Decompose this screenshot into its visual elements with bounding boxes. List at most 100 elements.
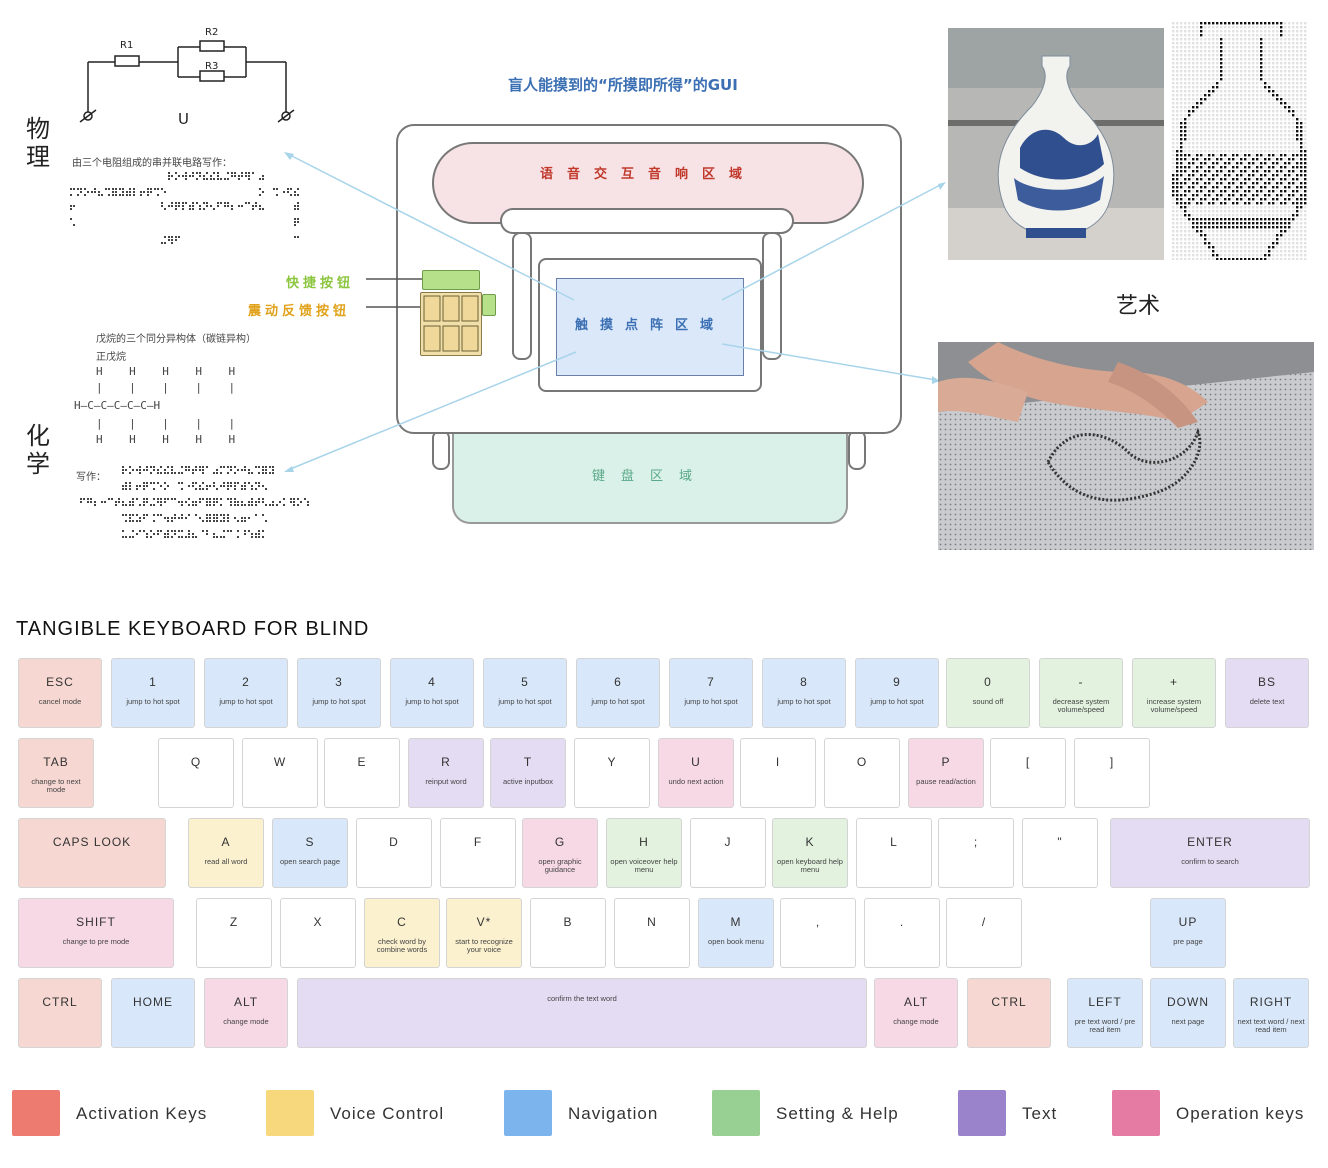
key-b-r3[interactable]: B <box>530 898 606 968</box>
key-capslook-r2[interactable]: CAPS LOOK <box>18 818 166 888</box>
key-sym112-r1[interactable]: ] <box>1074 738 1150 808</box>
key-label: I <box>775 755 781 769</box>
key-function: next page <box>1171 1017 1205 1026</box>
key-n-r3[interactable]: N <box>614 898 690 968</box>
key-label: ] <box>1109 755 1115 769</box>
legend-swatch <box>958 1090 1006 1136</box>
key-sym38-r3[interactable]: , <box>780 898 856 968</box>
key-sym011-r0[interactable]: -decrease system volume/speed <box>1039 658 1123 728</box>
key-sym310-r3[interactable]: / <box>946 898 1022 968</box>
key-label: Z <box>229 915 239 929</box>
key-ctrl-r4[interactable]: CTRL <box>967 978 1051 1048</box>
key-ctrl-r4[interactable]: CTRL <box>18 978 102 1048</box>
key-label: 6 <box>614 675 622 689</box>
key-q-r1[interactable]: Q <box>158 738 234 808</box>
side-button[interactable] <box>482 294 496 316</box>
key-function: start to recognize your voice <box>455 937 513 954</box>
key-w-r1[interactable]: W <box>242 738 318 808</box>
touch-dot-matrix-zone[interactable]: 触摸点阵区域 <box>556 278 744 376</box>
key-space-r4[interactable]: confirm the text word <box>297 978 867 1048</box>
key-v-r3[interactable]: V*start to recognize your voice <box>446 898 522 968</box>
key-o-r1[interactable]: O <box>824 738 900 808</box>
key-f-r2[interactable]: F <box>440 818 516 888</box>
key-label: TAB <box>43 755 69 769</box>
key-sym012-r0[interactable]: +increase system volume/speed <box>1132 658 1216 728</box>
key-label: Q <box>190 755 202 769</box>
key-function: open search page <box>279 857 341 866</box>
key-label: BS <box>1257 675 1276 689</box>
key-label: P <box>941 755 951 769</box>
shortcut-button[interactable] <box>422 270 480 290</box>
key-label: 8 <box>800 675 808 689</box>
key-function: undo next action <box>668 777 724 786</box>
shortcut-button-label: 快捷按钮 <box>286 276 355 291</box>
legend-swatch <box>504 1090 552 1136</box>
key-sym111-r1[interactable]: [ <box>990 738 1066 808</box>
key-label: E <box>357 755 367 769</box>
key-label: F <box>473 835 483 849</box>
key-z-r3[interactable]: Z <box>196 898 272 968</box>
key-d-r2[interactable]: D <box>356 818 432 888</box>
key-label: W <box>273 755 287 769</box>
key-label: L <box>890 835 898 849</box>
vibration-button-pad[interactable] <box>420 292 482 356</box>
key-label: S <box>305 835 315 849</box>
legend-label: Voice Control <box>330 1104 445 1123</box>
key-home-r4[interactable]: HOME <box>111 978 195 1048</box>
vibration-button-label: 震动反馈按钮 <box>248 304 351 319</box>
key-j-r2[interactable]: J <box>690 818 766 888</box>
key-label: T <box>523 755 533 769</box>
key-e-r1[interactable]: E <box>324 738 400 808</box>
key-label: B <box>563 915 573 929</box>
legend-label: Operation keys <box>1176 1104 1305 1123</box>
subject-art: 艺术 <box>1116 294 1161 319</box>
key-function: decrease system volume/speed <box>1052 697 1110 714</box>
key-y-r1[interactable]: Y <box>574 738 650 808</box>
legend-label: Text <box>1022 1104 1058 1123</box>
key-label: U <box>691 755 701 769</box>
key-sym210-r2[interactable]: ; <box>938 818 1014 888</box>
key-x-r3[interactable]: X <box>280 898 356 968</box>
key-l-r2[interactable]: L <box>856 818 932 888</box>
key-sym211-r2[interactable]: " <box>1022 818 1098 888</box>
key-function: change mode <box>223 1017 269 1026</box>
legend-label: Activation Keys <box>76 1104 208 1123</box>
key-label: R <box>441 755 451 769</box>
key-i-r1[interactable]: I <box>740 738 816 808</box>
key-label: HOME <box>133 995 173 1009</box>
key-sym39-r3[interactable]: . <box>864 898 940 968</box>
legend-label: Setting & Help <box>776 1104 899 1123</box>
